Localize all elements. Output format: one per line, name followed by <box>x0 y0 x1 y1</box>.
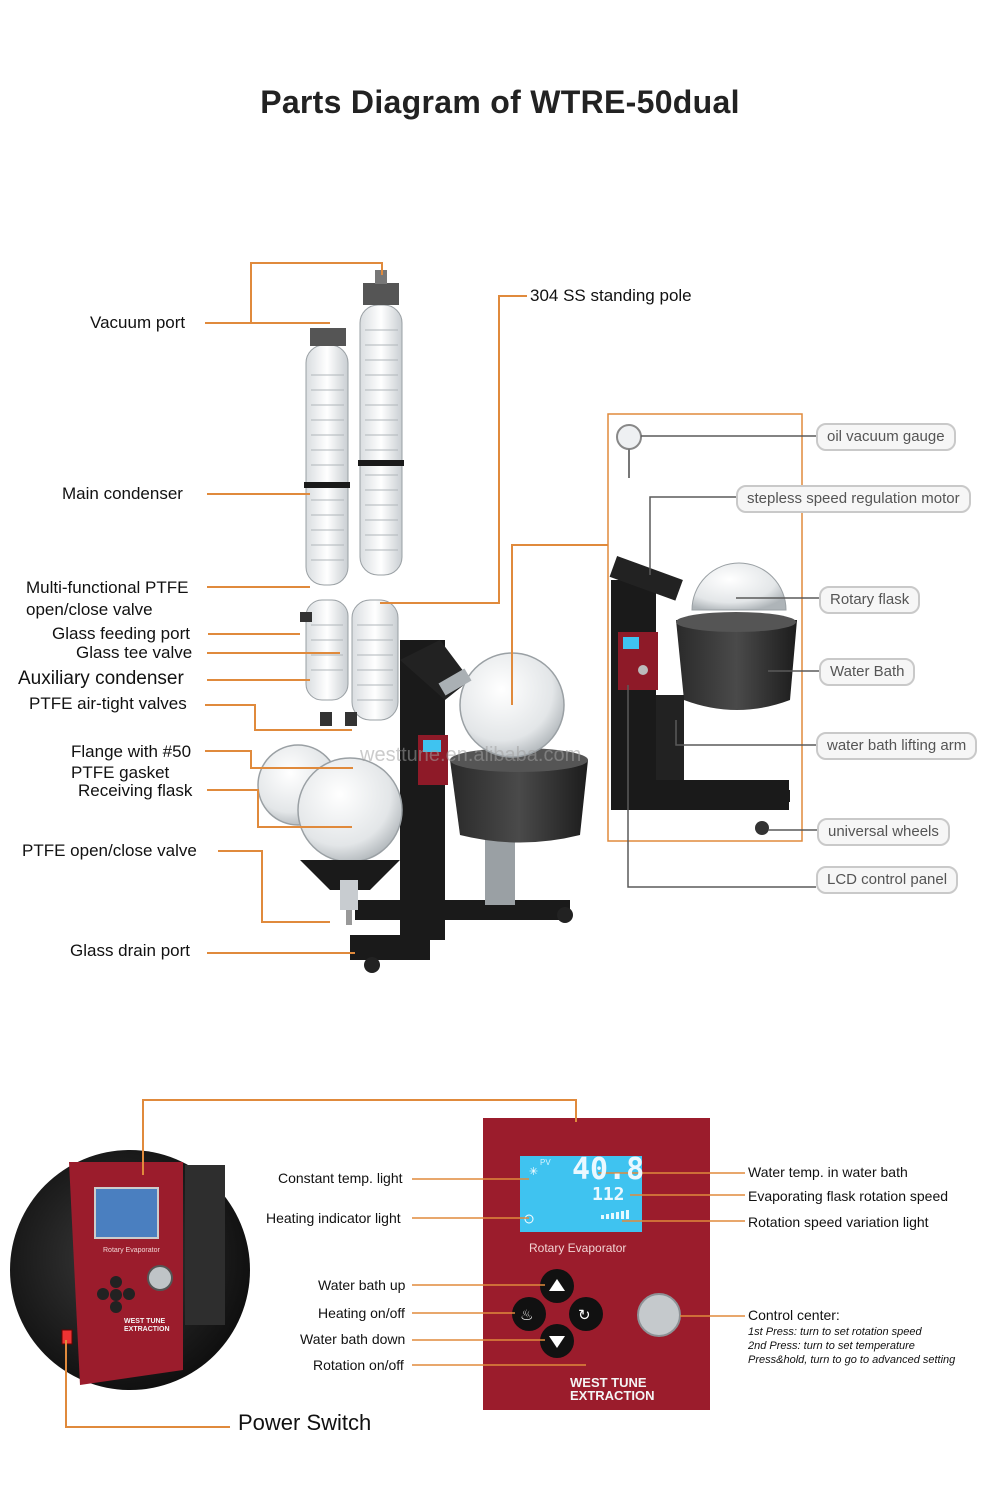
rotary-evaporator-illustration <box>257 270 588 973</box>
label-standing-pole: 304 SS standing pole <box>530 286 692 305</box>
lcd-pv-label: PV <box>540 1158 551 1167</box>
label-power-switch: Power Switch <box>238 1410 372 1435</box>
label-press-1: 1st Press: turn to set rotation speed <box>748 1326 922 1338</box>
receiving-flask-2 <box>297 757 403 863</box>
label-ptfe-open-close-valve: PTFE open/close valve <box>22 841 197 860</box>
label-press-hold: Press&hold, turn to go to advanced setti… <box>748 1354 956 1366</box>
label-glass-drain-port: Glass drain port <box>70 941 190 960</box>
label-ptfe-airtight-valves: PTFE air-tight valves <box>29 694 187 713</box>
label-glass-tee-valve: Glass tee valve <box>76 643 193 662</box>
watermark: westtune.en.alibaba.com <box>360 744 582 766</box>
label-multi-valve-2: open/close valve <box>26 600 153 619</box>
label-lcd-control-panel: LCD control panel <box>816 866 959 894</box>
label-lifting-arm: water bath lifting arm <box>816 732 978 760</box>
label-speed-variation-light: Rotation speed variation light <box>748 1214 929 1230</box>
label-rotation-onoff: Rotation on/off <box>313 1357 404 1373</box>
svg-text:♨: ♨ <box>520 1306 533 1324</box>
label-heating-indicator-light: Heating indicator light <box>266 1210 401 1226</box>
inset-panel-name: Rotary Evaporator <box>103 1247 160 1254</box>
inset-brand-1: WEST TUNE <box>124 1318 166 1325</box>
svg-text:↻: ↻ <box>578 1306 591 1324</box>
lcd-speed: 112 <box>592 1184 625 1205</box>
label-heating-onoff: Heating on/off <box>318 1305 405 1321</box>
label-vacuum-port: Vacuum port <box>90 313 186 332</box>
water-bath <box>450 760 588 843</box>
label-rotation-speed: Evaporating flask rotation speed <box>748 1188 949 1204</box>
label-water-bath: Water Bath <box>819 658 916 686</box>
base-frame <box>355 900 570 920</box>
lcd-temperature: 40.8 <box>572 1152 645 1187</box>
panel-name: Rotary Evaporator <box>529 1241 627 1255</box>
lcd-screen <box>520 1156 642 1232</box>
leader-lines-left <box>205 262 608 954</box>
label-press-2: 2nd Press: turn to set temperature <box>748 1340 915 1352</box>
label-flange-2: PTFE gasket <box>71 763 170 782</box>
label-receiving-flask: Receiving flask <box>78 781 193 800</box>
leader-lines-right <box>627 435 819 888</box>
diagram-title: Parts Diagram of WTRE-50dual <box>260 84 740 120</box>
label-water-bath-down: Water bath down <box>300 1331 406 1347</box>
label-multi-valve-1: Multi-functional PTFE <box>26 578 189 597</box>
label-auxiliary-condenser: Auxiliary condenser <box>18 668 184 689</box>
label-glass-feeding-port: Glass feeding port <box>52 624 190 643</box>
leader-lines-bottom <box>65 1099 577 1428</box>
label-control-center: Control center: <box>748 1307 840 1323</box>
label-universal-wheels: universal wheels <box>817 818 950 846</box>
label-constant-temp-light: Constant temp. light <box>278 1170 403 1186</box>
inset-brand-2: EXTRACTION <box>124 1326 170 1333</box>
label-main-condenser: Main condenser <box>62 484 183 503</box>
label-motor: stepless speed regulation motor <box>736 485 971 513</box>
label-water-temp: Water temp. in water bath <box>748 1164 908 1180</box>
auxiliary-condenser <box>351 599 399 721</box>
label-rotary-flask: Rotary flask <box>819 586 921 614</box>
control-knob-shape <box>637 1293 681 1337</box>
panel-brand-2: EXTRACTION <box>570 1388 655 1403</box>
panel-brand-1: WEST TUNE <box>570 1375 647 1390</box>
label-water-bath-up: Water bath up <box>318 1277 406 1293</box>
label-oil-vacuum-gauge: oil vacuum gauge <box>816 423 956 451</box>
svg-text:✳: ✳ <box>529 1165 538 1178</box>
label-flange-1: Flange with #50 <box>71 742 192 761</box>
detail-machine-illustration <box>609 424 797 835</box>
